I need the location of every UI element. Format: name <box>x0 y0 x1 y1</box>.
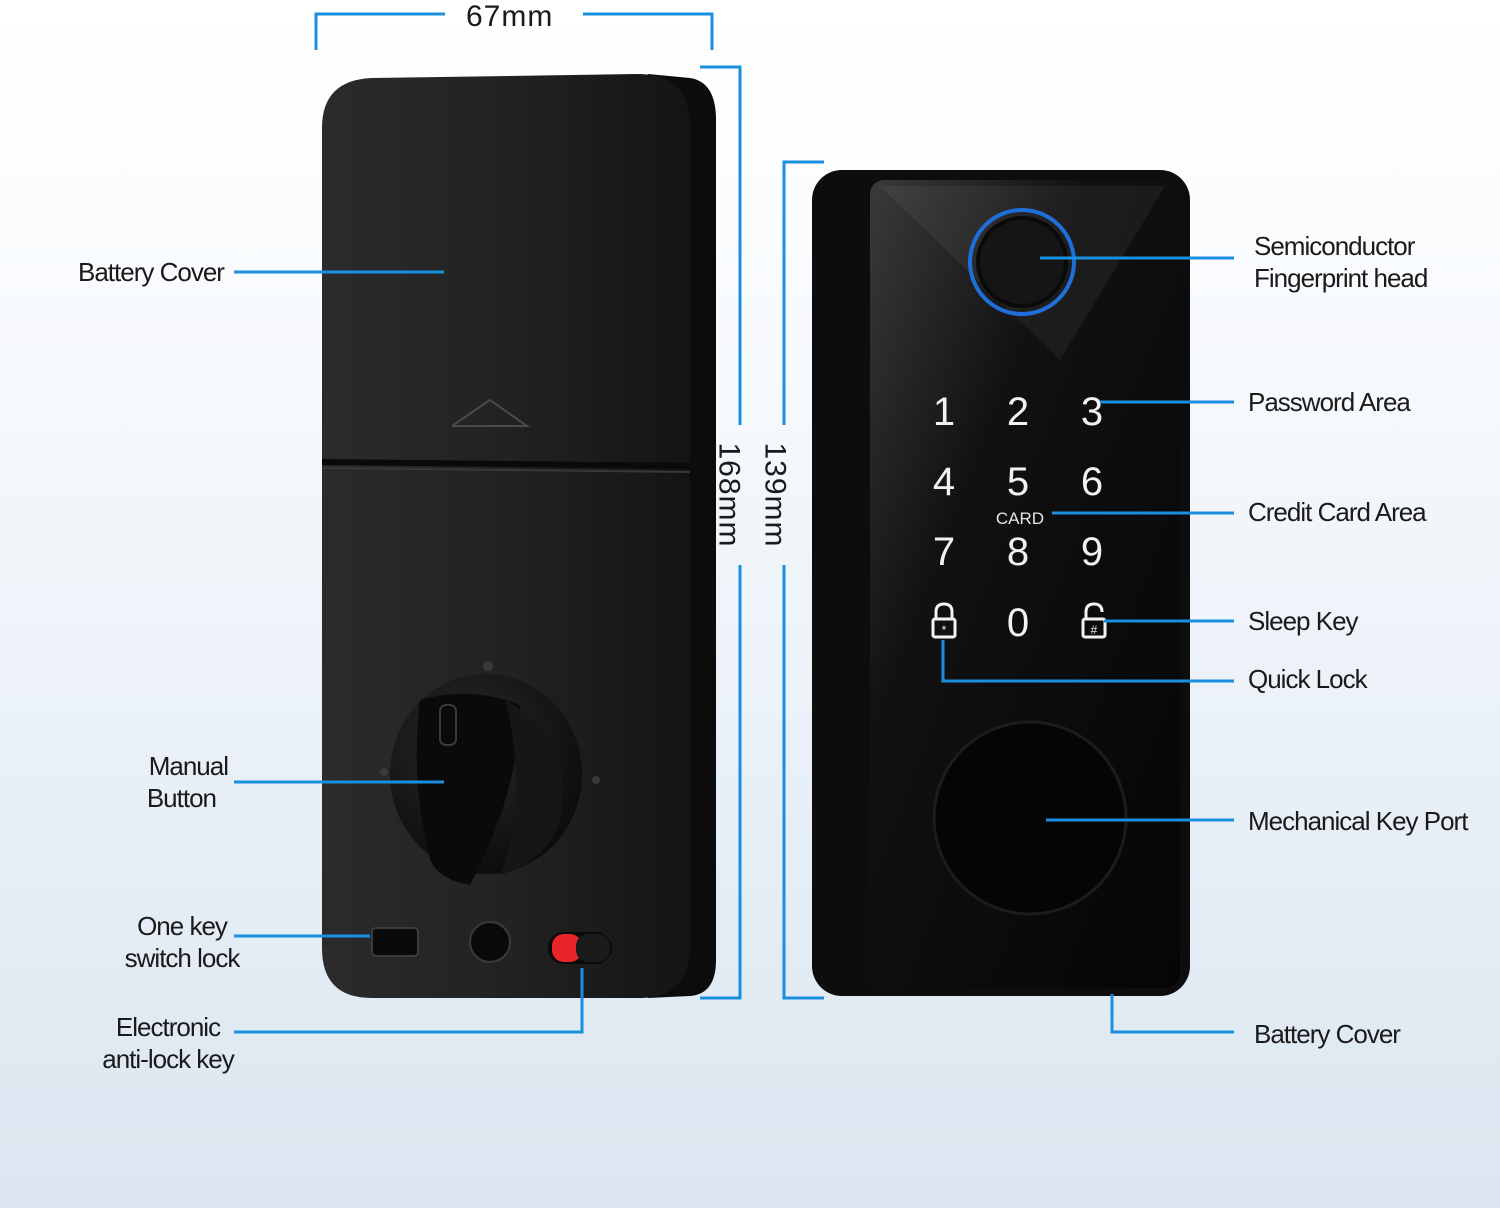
key-5: 5 <box>1007 460 1029 504</box>
one-key-switch <box>371 927 419 957</box>
dimension-lines <box>314 12 824 1000</box>
height-back-dim-bottom <box>700 565 742 1000</box>
key-1: 1 <box>933 390 955 434</box>
label-one-key-line2: switch lock <box>124 943 241 973</box>
front-height-dimension-label: 139mm <box>758 442 792 548</box>
keypad: 1 2 3 4 5 6 CARD 7 8 9 0 * # <box>931 390 1107 645</box>
label-fingerprint-line2: Fingerprint head <box>1254 263 1428 293</box>
svg-text:#: # <box>1091 623 1098 637</box>
key-0: 0 <box>1007 601 1029 645</box>
label-fingerprint-head: Semiconductor Fingerprint head <box>1254 230 1428 294</box>
back-height-dimension-label: 168mm <box>712 442 746 548</box>
battery-cover-seam <box>321 459 691 469</box>
key-8: 8 <box>1007 530 1029 574</box>
label-electronic-anti-lock: Electronic anti-lock key <box>88 1011 248 1075</box>
label-battery-cover-back: Battery Cover <box>78 257 225 287</box>
height-front-dim-top <box>782 160 824 425</box>
width-dimension-label: 67mm <box>466 0 554 33</box>
keyhole <box>469 921 511 963</box>
key-4: 4 <box>933 460 955 504</box>
callout-quick-lock <box>941 640 1234 683</box>
callout-electronic <box>234 968 584 1034</box>
label-one-key-line1: One key <box>137 911 228 941</box>
height-back-dim-top <box>700 65 742 425</box>
mechanical-key-port <box>932 720 1128 916</box>
lock-open-icon: # <box>1081 602 1107 639</box>
label-electronic-line1: Electronic <box>115 1012 221 1042</box>
height-front-dim-bottom <box>782 565 824 1000</box>
anti-lock-red-key <box>552 934 582 962</box>
front-unit: 1 2 3 4 5 6 CARD 7 8 9 0 * # <box>812 170 1190 996</box>
label-battery-cover-front: Battery Cover <box>1254 1019 1401 1049</box>
label-credit-card-area: Credit Card Area <box>1248 497 1427 527</box>
label-password-area: Password Area <box>1248 387 1411 417</box>
lock-closed-icon: * <box>931 602 957 639</box>
key-6: 6 <box>1081 460 1103 504</box>
key-7: 7 <box>933 530 955 574</box>
label-manual-line2: Button <box>146 783 217 813</box>
key-9: 9 <box>1081 530 1103 574</box>
manual-button-knob <box>380 661 600 885</box>
label-manual-button: Manual Button <box>128 750 229 814</box>
card-label: CARD <box>996 509 1044 528</box>
label-one-key-switch: One key switch lock <box>112 910 252 974</box>
key-3: 3 <box>1081 390 1103 434</box>
svg-text:*: * <box>942 623 947 637</box>
fingerprint-icon <box>968 208 1076 316</box>
label-fingerprint-line1: Semiconductor <box>1254 231 1415 261</box>
label-manual-line1: Manual <box>148 751 229 781</box>
back-unit <box>321 74 716 998</box>
arrow-up-icon <box>451 398 531 427</box>
width-dim-right <box>583 12 714 50</box>
label-electronic-line2: anti-lock key <box>102 1044 235 1074</box>
callout-lines <box>234 256 1234 1034</box>
label-quick-lock: Quick Lock <box>1248 664 1368 694</box>
width-dim-left <box>314 12 445 50</box>
label-mechanical-key-port: Mechanical Key Port <box>1248 806 1468 836</box>
callout-battery-cover-front <box>1110 994 1234 1034</box>
key-2: 2 <box>1007 390 1029 434</box>
label-sleep-key: Sleep Key <box>1248 606 1359 636</box>
